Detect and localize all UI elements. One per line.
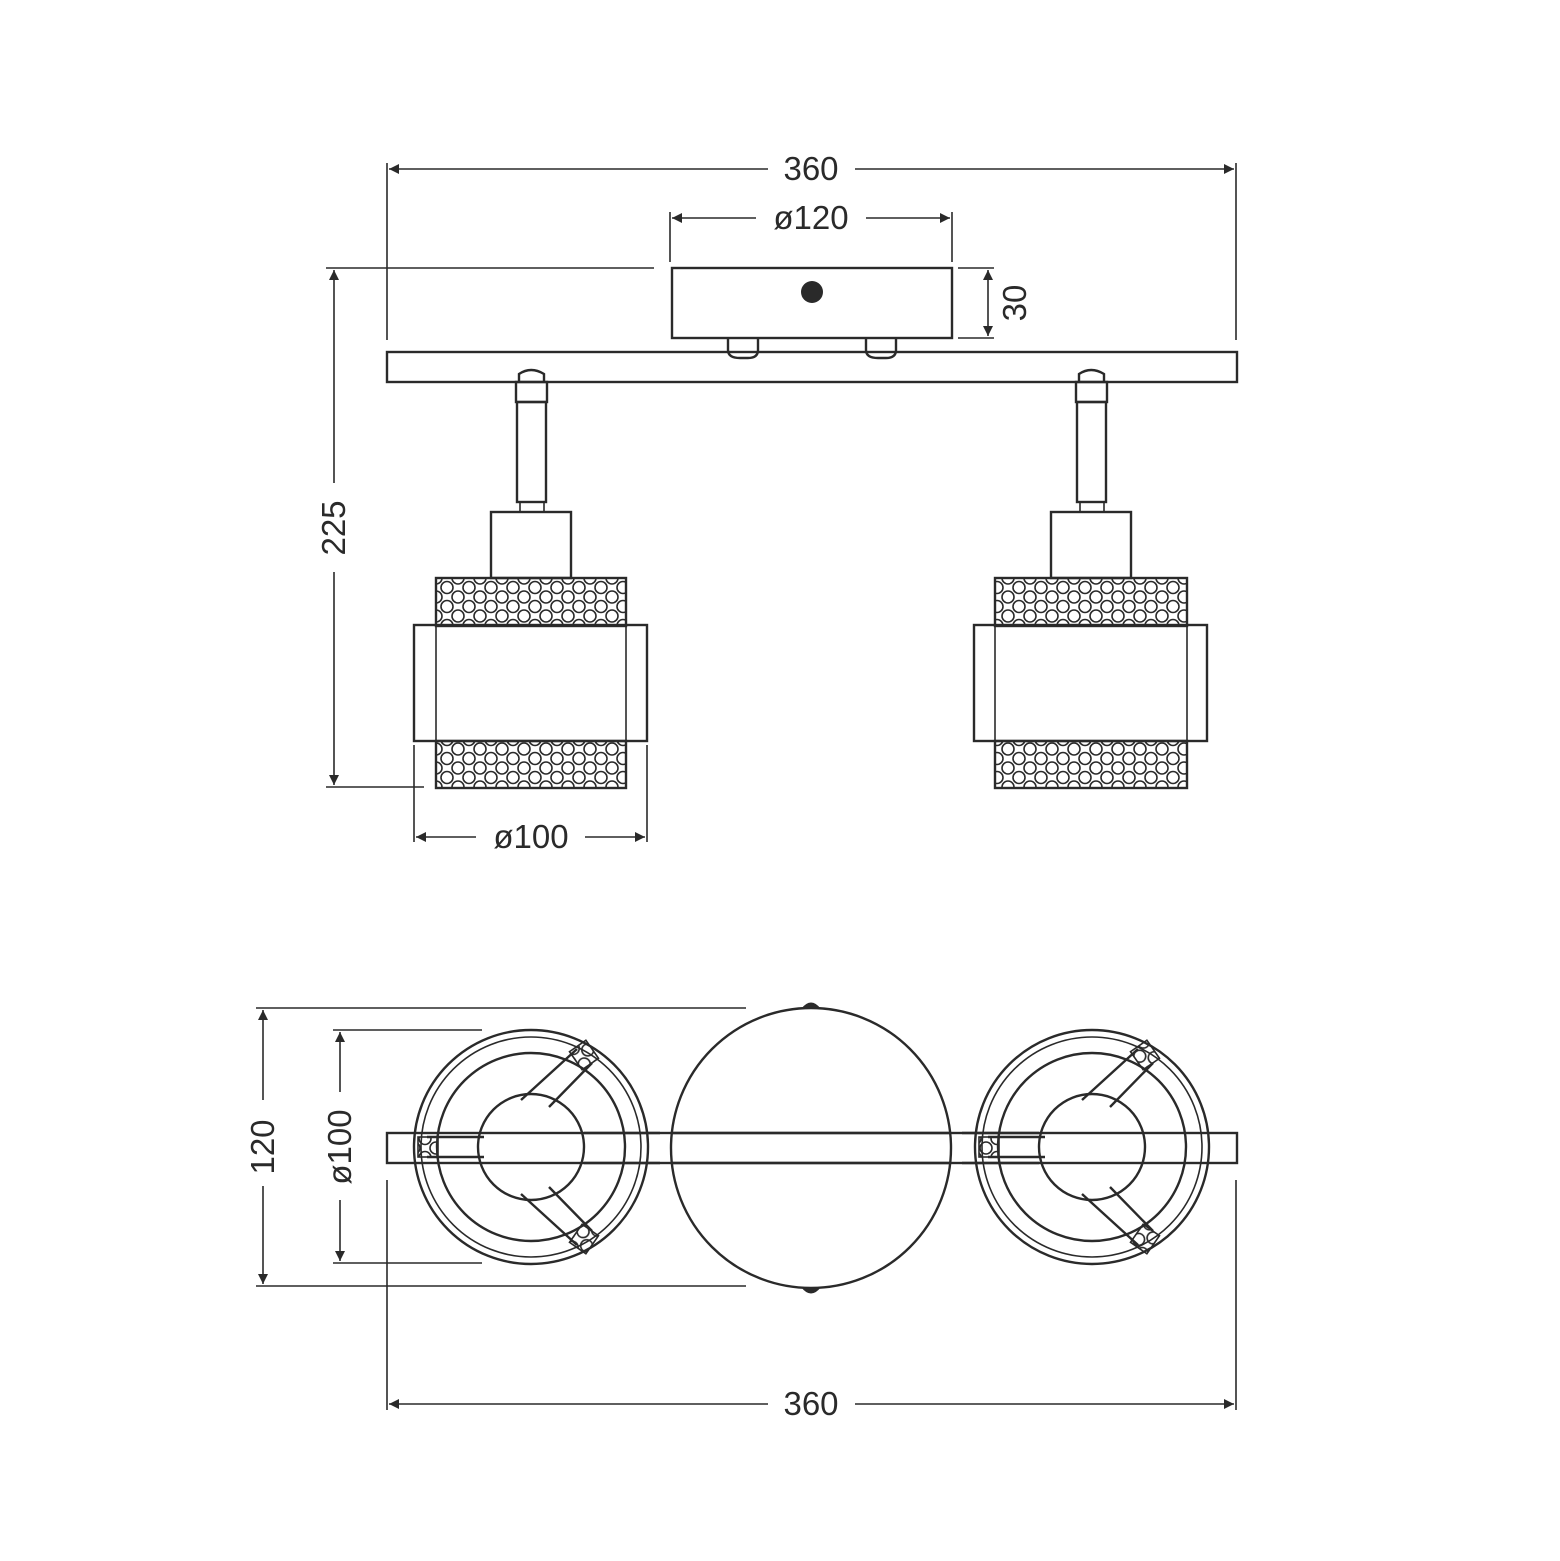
spotlight-left-top bbox=[412, 1028, 650, 1266]
mounting-bar-top bbox=[385, 1131, 1239, 1165]
dimension-shade-diameter-front: ø100 bbox=[413, 745, 648, 855]
label-canopy-height: 30 bbox=[996, 285, 1033, 322]
dimension-canopy-diameter: ø120 bbox=[669, 199, 953, 262]
label-top-width: 360 bbox=[783, 1385, 838, 1422]
label-top-depth: 120 bbox=[244, 1119, 281, 1174]
mounting-bar bbox=[385, 350, 1239, 384]
top-view: 120 ø100 360 bbox=[244, 1002, 1239, 1422]
spotlight-right-front bbox=[972, 368, 1209, 790]
dimension-shade-diameter-top: ø100 bbox=[321, 1029, 482, 1264]
dimension-front-width: 360 bbox=[386, 150, 1237, 340]
dimension-top-depth: 120 bbox=[244, 1007, 746, 1287]
label-front-width: 360 bbox=[783, 150, 838, 187]
dimension-top-width: 360 bbox=[386, 1180, 1237, 1422]
label-canopy-diameter: ø120 bbox=[773, 199, 848, 236]
dimension-total-height: 225 bbox=[315, 267, 654, 788]
label-shade-diameter-front: ø100 bbox=[493, 818, 568, 855]
label-shade-diameter-top: ø100 bbox=[321, 1109, 358, 1184]
spotlight-right-top bbox=[973, 1028, 1211, 1266]
canopy bbox=[670, 266, 954, 360]
canopy-top bbox=[669, 1002, 953, 1294]
screw-icon bbox=[801, 281, 823, 303]
label-total-height: 225 bbox=[315, 500, 352, 555]
dimension-canopy-height: 30 bbox=[958, 267, 1033, 339]
front-view: 360 ø120 30 225 bbox=[315, 150, 1239, 855]
spotlight-left-front bbox=[412, 368, 649, 790]
